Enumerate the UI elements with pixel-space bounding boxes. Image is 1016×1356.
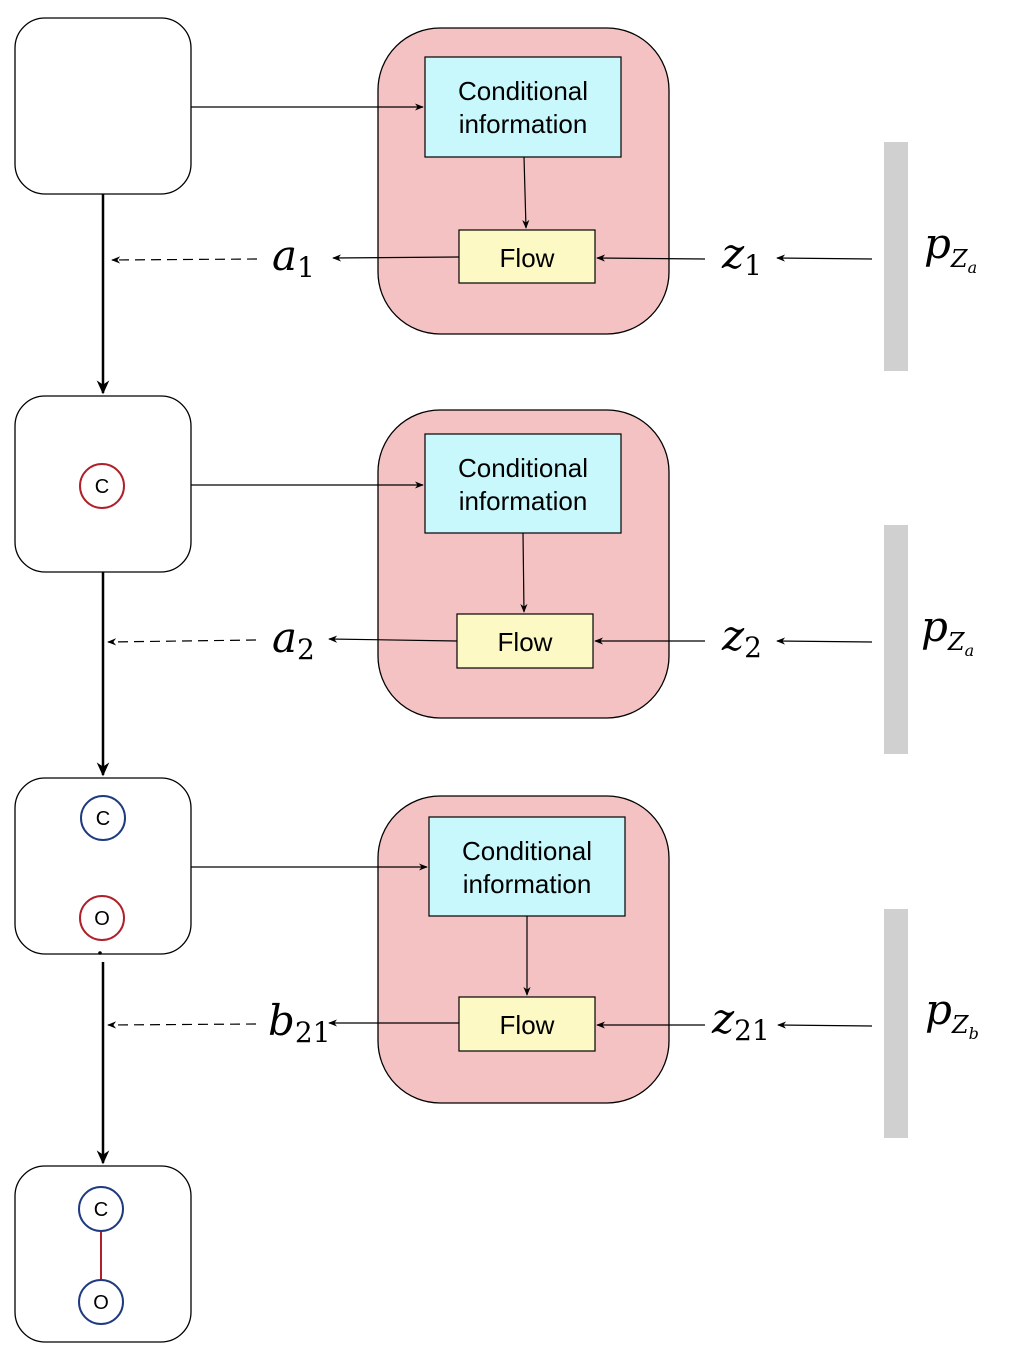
flow-box: [458, 229, 596, 284]
flow-label: Flow: [498, 627, 553, 657]
molecule-box-0: [14, 17, 192, 195]
cond-label-line2: information: [459, 486, 588, 516]
prior-distribution-bar: [884, 142, 908, 371]
action-variable: b21: [268, 996, 331, 1049]
small-dot: [98, 951, 102, 955]
atom-node: C: [80, 795, 126, 841]
conditional-info-box: [424, 56, 622, 158]
prior-distribution-bar: [884, 909, 908, 1138]
cond-to-flow-arrow: [522, 156, 530, 229]
flow-module-1: Conditional information Flow: [377, 27, 670, 335]
cond-label-line1: Conditional: [458, 453, 588, 483]
molecule-box-3: [14, 1165, 192, 1343]
atom-label: C: [94, 1199, 108, 1221]
atom-node: C: [79, 463, 125, 509]
latent-variable: z1: [721, 229, 762, 282]
latent-variable: z2: [721, 611, 762, 664]
cond-to-flow-arrow: [520, 532, 528, 613]
action-dashed-arrow: [111, 256, 258, 264]
atom-node: O: [79, 895, 125, 941]
latent-variable: z21: [711, 994, 770, 1047]
flow-label: Flow: [500, 243, 555, 273]
flow-box: [456, 613, 594, 669]
flow-output-arrow: [328, 635, 458, 643]
prior-distribution-bar: [884, 525, 908, 754]
prior-label: pZa: [921, 602, 974, 660]
prior-label: pZa: [924, 219, 977, 277]
conditional-info-box: [428, 816, 626, 917]
atom-label: O: [94, 908, 110, 930]
action-dashed-arrow: [107, 1021, 257, 1029]
sample-arrow: [776, 637, 873, 645]
prior-label: pZb: [925, 985, 979, 1043]
atom-node: C: [78, 1186, 124, 1232]
flow-input-arrow: [596, 254, 706, 262]
flow-box: [458, 996, 596, 1052]
cond-label-line1: Conditional: [462, 836, 592, 866]
flow-label: Flow: [500, 1010, 555, 1040]
sample-arrow: [776, 254, 873, 262]
action-variable: a2: [272, 613, 315, 666]
flow-output-arrow: [332, 254, 460, 262]
atom-label: O: [93, 1292, 109, 1314]
action-variable: a1: [272, 231, 315, 284]
cond-label-line2: information: [459, 109, 588, 139]
molecule-box-2: [14, 777, 192, 955]
conditional-info-box: [424, 433, 622, 534]
flow-module-3: Conditional information Flow: [377, 795, 670, 1104]
atom-label: C: [95, 476, 109, 498]
action-dashed-arrow: [107, 638, 257, 646]
cond-label-line1: Conditional: [458, 76, 588, 106]
sample-arrow: [777, 1021, 873, 1029]
atom-label: C: [96, 808, 110, 830]
atom-node: O: [78, 1279, 124, 1325]
cond-label-line2: information: [463, 869, 592, 899]
